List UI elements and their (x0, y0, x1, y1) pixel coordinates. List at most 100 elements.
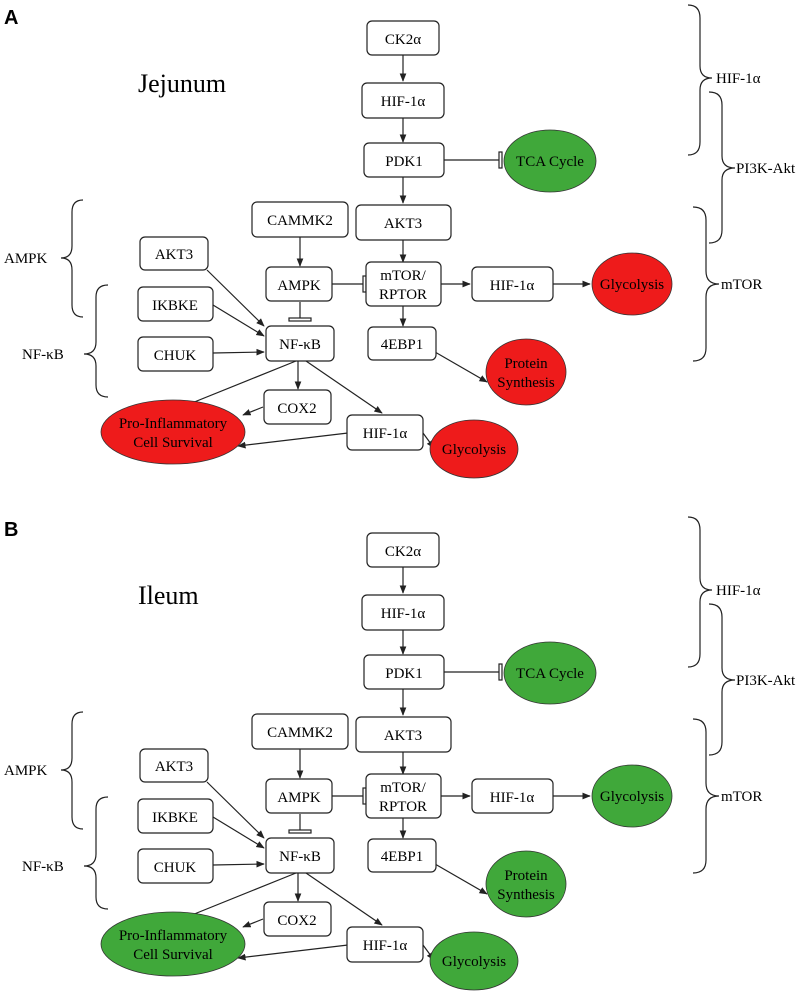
edge-ikbke-nfkb (212, 816, 265, 849)
outcome-proinflammatory-cell-survival: Pro-Inflammatory Cell Survival (100, 911, 246, 977)
outcome-tca-cycle: TCA Cycle (503, 129, 597, 193)
bracket-pi3k-akt (708, 91, 736, 244)
bracket-mtor (692, 718, 720, 874)
bracket-label-nfkb: NF-κB (22, 347, 64, 363)
bracket-ampk (60, 199, 84, 318)
oval-label: Pro-Inflammatory (119, 928, 228, 944)
outcome-tca-cycle: TCA Cycle (503, 641, 597, 705)
node-label: NF-κB (279, 337, 321, 353)
outcome-protein-synthesis: Protein Synthesis (485, 338, 567, 406)
node-label: CHUK (154, 860, 197, 876)
node-label: PDK1 (385, 666, 423, 682)
oval-label: Cell Survival (133, 435, 213, 451)
node-label: HIF-1α (490, 278, 535, 294)
oval-label: Glycolysis (600, 789, 664, 805)
node-label: HIF-1α (363, 426, 408, 442)
node-cox2: COX2 (263, 901, 332, 937)
bracket-nfkb (83, 796, 109, 910)
node-hif1a-right: HIF-1α (471, 266, 554, 302)
node-4ebp1: 4EBP1 (367, 326, 437, 361)
node-4ebp1: 4EBP1 (367, 838, 437, 873)
oval-label: Pro-Inflammatory (119, 416, 228, 432)
node-mtor-rptor: mTOR/ RPTOR (365, 261, 442, 307)
oval-label: Protein (504, 868, 548, 884)
node-label: CK2α (385, 544, 421, 560)
bracket-label-mtor: mTOR (721, 789, 762, 805)
node-cammk2: CAMMK2 (251, 713, 349, 750)
node-hif1a-bottom: HIF-1α (346, 926, 424, 963)
bracket-nfkb (83, 284, 109, 398)
node-label: AKT3 (155, 247, 193, 263)
bracket-ampk (60, 711, 84, 830)
node-label: NF-κB (279, 849, 321, 865)
panel-letter: A (4, 7, 18, 29)
node-label: HIF-1α (381, 606, 426, 622)
node-label: AKT3 (384, 216, 422, 232)
outcome-glycolysis-mtor: Glycolysis (591, 252, 673, 316)
outcome-proinflammatory-cell-survival: Pro-Inflammatory Cell Survival (100, 399, 246, 465)
node-label: IKBKE (152, 810, 198, 826)
node-label: IKBKE (152, 298, 198, 314)
node-hif1a-top: HIF-1α (361, 594, 445, 631)
bracket-label-pi3k-akt: PI3K-Akt (736, 673, 796, 689)
outcome-glycolysis-hif: Glycolysis (429, 419, 519, 479)
bracket-label-pi3k-akt: PI3K-Akt (736, 161, 796, 177)
edge-cox2-proinflammatory (242, 918, 264, 928)
outcome-glycolysis-mtor: Glycolysis (591, 764, 673, 828)
outcome-protein-synthesis: Protein Synthesis (485, 850, 567, 918)
bracket-label-hif1a: HIF-1α (716, 583, 761, 599)
bracket-label-nfkb: NF-κB (22, 859, 64, 875)
node-label: RPTOR (379, 799, 427, 815)
edge-cox2-proinflammatory (242, 406, 264, 416)
panels-root: A Jejunum (4, 4, 796, 991)
inhibit-bar-tca (498, 663, 503, 681)
node-label: PDK1 (385, 154, 423, 170)
bracket-label-hif1a: HIF-1α (716, 71, 761, 87)
tissue-title: Jejunum (138, 69, 226, 98)
node-pdk1: PDK1 (363, 142, 445, 178)
node-nfkb: NF-κB (265, 325, 335, 362)
pathway-panel-b: B Ileum (4, 516, 796, 991)
node-label: AMPK (277, 790, 321, 806)
node-chuk: CHUK (137, 336, 214, 372)
node-label: 4EBP1 (381, 849, 424, 865)
node-ampk: AMPK (265, 778, 333, 814)
oval-label: Glycolysis (600, 277, 664, 293)
edge-hif3-proinflammatory (237, 432, 349, 449)
node-ikbke: IKBKE (137, 286, 214, 322)
node-cammk2: CAMMK2 (251, 201, 349, 238)
bracket-label-ampk: AMPK (4, 251, 48, 267)
oval-label: Cell Survival (133, 947, 213, 963)
node-ikbke: IKBKE (137, 798, 214, 834)
node-label: CK2α (385, 32, 421, 48)
node-mtor-rptor: mTOR/ RPTOR (365, 773, 442, 819)
node-label: RPTOR (379, 287, 427, 303)
outcome-glycolysis-hif: Glycolysis (429, 931, 519, 991)
node-ampk: AMPK (265, 266, 333, 302)
bracket-label-mtor: mTOR (721, 277, 762, 293)
node-label: HIF-1α (381, 94, 426, 110)
edge-hif3-proinflammatory (237, 944, 349, 961)
node-label: CHUK (154, 348, 197, 364)
inhibit-bar-nfkb (288, 317, 312, 322)
bracket-mtor (692, 206, 720, 362)
node-ck2a: CK2α (366, 20, 440, 56)
edge-chuk-nfkb (212, 860, 265, 868)
node-label: COX2 (277, 401, 316, 417)
node-label: mTOR/ (380, 780, 426, 796)
node-akt3-top: AKT3 (355, 204, 452, 241)
edge-akt3-nfkb (206, 269, 265, 327)
edge-akt3-nfkb (206, 781, 265, 839)
edge-ikbke-nfkb (212, 304, 265, 337)
bracket-hif1a (687, 4, 713, 156)
oval-label: Protein (504, 356, 548, 372)
node-label: CAMMK2 (267, 213, 333, 229)
node-hif1a-top: HIF-1α (361, 82, 445, 119)
node-label: AKT3 (155, 759, 193, 775)
oval-label: TCA Cycle (516, 666, 584, 682)
node-label: CAMMK2 (267, 725, 333, 741)
node-label: AMPK (277, 278, 321, 294)
node-akt3-left: AKT3 (139, 236, 209, 271)
